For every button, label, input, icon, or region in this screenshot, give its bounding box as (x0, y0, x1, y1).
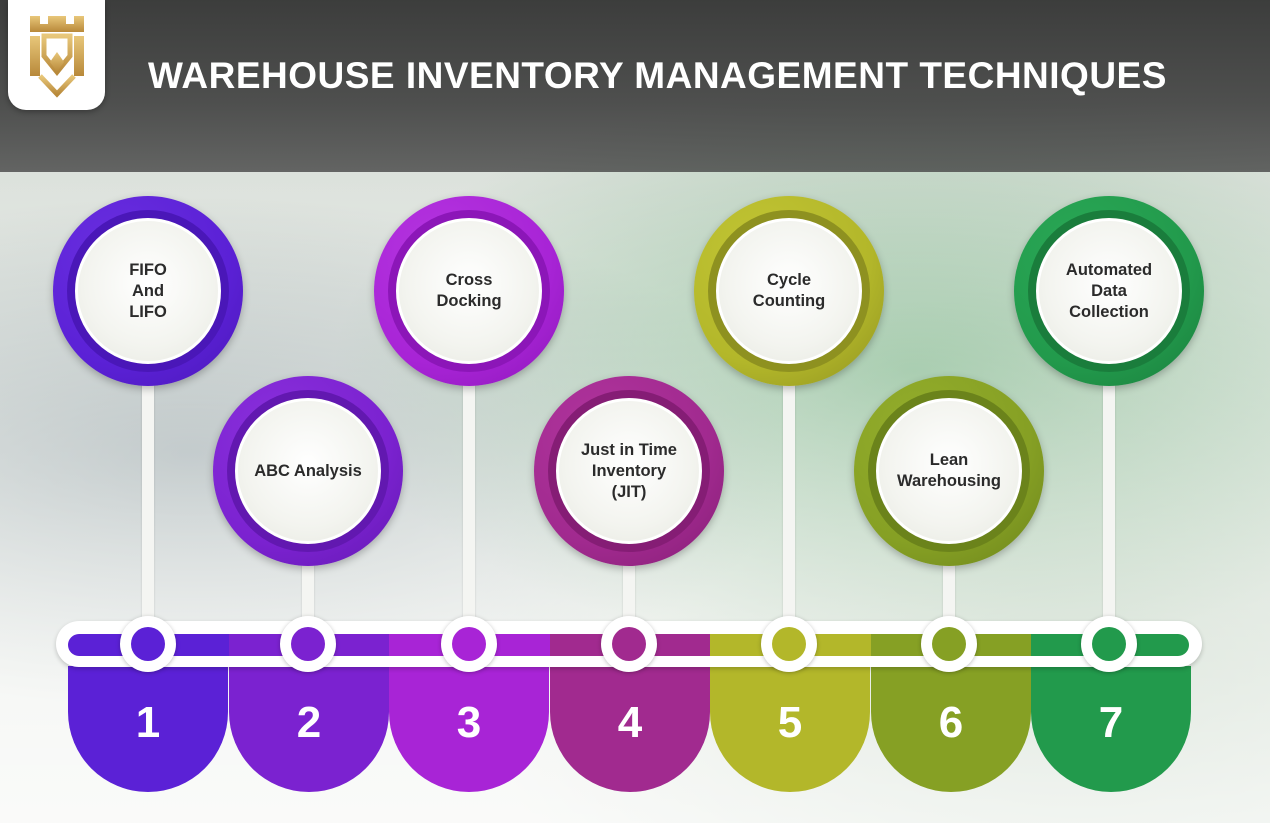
step-tab-1: 1 (68, 666, 228, 792)
crown-logo-icon (30, 16, 84, 98)
step-label: Cross Docking (436, 271, 502, 310)
step-number: 2 (296, 698, 322, 747)
timeline-node-7 (1081, 616, 1137, 672)
step-number: 6 (938, 698, 964, 747)
node-dot (291, 627, 325, 661)
connector-stem-5 (783, 380, 795, 642)
timeline-node-6 (921, 616, 977, 672)
header-banner: WAREHOUSE INVENTORY MANAGEMENT TECHNIQUE… (0, 0, 1270, 172)
node-dot (772, 627, 806, 661)
step-number: 4 (617, 698, 643, 747)
step-label: FIFO And LIFO (129, 260, 167, 321)
node-dot (612, 627, 646, 661)
node-dot (1092, 627, 1126, 661)
step-circle-1: FIFO And LIFO (53, 196, 243, 386)
step-circle-4: Just in Time Inventory (JIT) (534, 376, 724, 566)
node-dot (452, 627, 486, 661)
step-face: Just in Time Inventory (JIT) (556, 398, 702, 544)
connector-stem-3 (463, 380, 475, 642)
step-number: 3 (456, 698, 482, 747)
timeline-node-3 (441, 616, 497, 672)
step-label: Automated Data Collection (1065, 260, 1153, 321)
step-face: ABC Analysis (235, 398, 381, 544)
step-label: ABC Analysis (254, 461, 362, 480)
logo (8, 0, 105, 110)
step-circle-7: Automated Data Collection (1014, 196, 1204, 386)
step-face: Cycle Counting (716, 218, 862, 364)
timeline-node-2 (280, 616, 336, 672)
step-circle-5: Cycle Counting (694, 196, 884, 386)
connector-stem-7 (1103, 380, 1115, 642)
step-tab-5: 5 (710, 666, 870, 792)
step-label: Just in Time Inventory (JIT) (581, 440, 677, 501)
step-label: Lean Warehousing (897, 451, 1001, 490)
timeline-node-5 (761, 616, 817, 672)
step-tab-3: 3 (389, 666, 549, 792)
step-number: 1 (135, 698, 161, 747)
timeline-node-1 (120, 616, 176, 672)
step-face: FIFO And LIFO (75, 218, 221, 364)
page-title: WAREHOUSE INVENTORY MANAGEMENT TECHNIQUE… (148, 55, 1167, 96)
node-dot (131, 627, 165, 661)
step-tab-4: 4 (550, 666, 710, 792)
connector-stem-1 (142, 380, 154, 642)
step-circle-6: Lean Warehousing (854, 376, 1044, 566)
step-face: Lean Warehousing (876, 398, 1022, 544)
step-face: Automated Data Collection (1036, 218, 1182, 364)
step-tab-2: 2 (229, 666, 389, 792)
step-tab-7: 7 (1031, 666, 1191, 792)
step-number: 5 (777, 698, 803, 747)
step-face: Cross Docking (396, 218, 542, 364)
timeline-node-4 (601, 616, 657, 672)
step-tab-6: 6 (871, 666, 1031, 792)
step-circle-2: ABC Analysis (213, 376, 403, 566)
step-circle-3: Cross Docking (374, 196, 564, 386)
node-dot (932, 627, 966, 661)
step-number: 7 (1098, 698, 1124, 747)
step-label: Cycle Counting (752, 271, 826, 310)
